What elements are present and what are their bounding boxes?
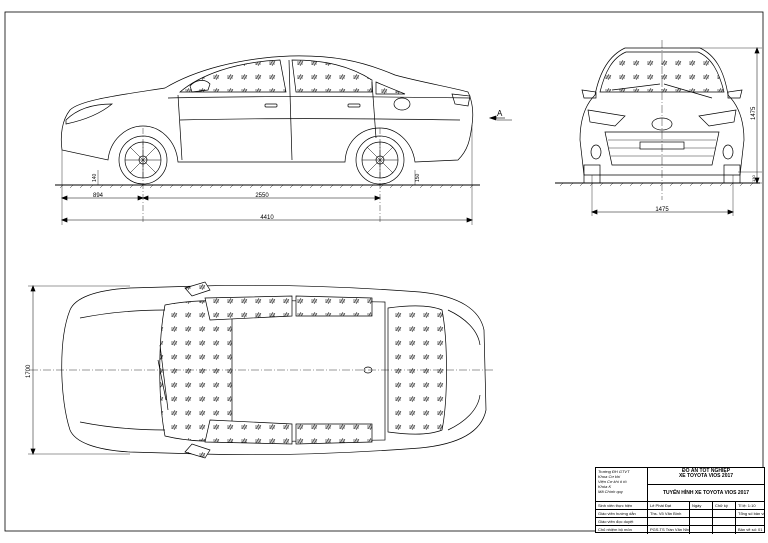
dim-track-label: 1475 <box>655 207 669 213</box>
title-block: Trường ĐH GTVT Khoa Cơ khí Viện Cơ khí ô… <box>595 467 765 534</box>
dim-overall-length-label: 4410 <box>260 215 274 221</box>
project-subtitle: XE TOYOTA VIOS 2017 <box>678 473 734 479</box>
row-date: Ngày <box>690 502 713 510</box>
row-role: Giáo viên đọc duyệt <box>596 518 648 526</box>
school-info: Trường ĐH GTVT Khoa Cơ khí Viện Cơ khí ô… <box>596 468 648 502</box>
row-date <box>690 526 713 534</box>
school-line: Khoa Cơ khí <box>598 474 621 479</box>
row-extra: Bản vẽ số: 01 <box>738 527 763 532</box>
dim-height-label: 1475 <box>751 106 757 120</box>
row-extra: Tỉ lệ: 1:10 <box>736 502 765 510</box>
school-line: Khóa K <box>598 484 612 489</box>
row-name: Lê Phát Đạt <box>648 502 690 510</box>
top-side-window-lower-rear <box>295 423 373 445</box>
school-line: Viện Cơ khí ô tô <box>598 479 627 484</box>
dim-base-label: 130 <box>751 175 756 182</box>
view-marker-label: A <box>497 109 503 118</box>
row-date <box>690 510 713 518</box>
side-body-outline <box>60 55 474 163</box>
row-name: PGS.TS Trần Văn Như <box>650 526 690 534</box>
side-quarter-window <box>375 81 406 95</box>
dim-ground-clear-front-label: 140 <box>92 173 98 182</box>
side-rear-window <box>291 59 373 93</box>
row-sign <box>713 526 736 534</box>
row-date <box>690 518 713 526</box>
project-title: ĐỒ ÁN TỐT NGHIỆP <box>681 468 731 474</box>
sheet-border <box>4 11 764 532</box>
row-sign: Chữ ký <box>713 502 736 510</box>
row-name <box>648 518 690 526</box>
top-windshield <box>159 300 233 442</box>
dim-wheelbase-label: 2550 <box>255 193 269 199</box>
row-role: Sinh viên thực hiện <box>596 502 648 510</box>
row-sign <box>713 510 736 518</box>
top-side-window-lower-front <box>204 419 293 445</box>
row-sign <box>713 518 736 526</box>
dim-width-label: 1700 <box>26 364 32 378</box>
row-extra <box>736 518 765 526</box>
top-body-outline <box>61 284 487 456</box>
side-view <box>55 55 512 225</box>
row-role: Giáo viên hướng dẫn <box>596 510 648 518</box>
top-view <box>28 281 495 459</box>
dim-front-overhang-label: 894 <box>93 193 104 199</box>
row-name: Ths. Võ Văn Bình <box>648 510 690 518</box>
top-side-window-upper-front <box>204 295 293 321</box>
dim-ground-clear-rear-label: 150 <box>415 173 421 182</box>
row-extra: Tổng số bản vẽ <box>736 510 765 518</box>
school-line: Trường ĐH GTVT <box>598 469 630 474</box>
school-line: Mã Chính quy <box>598 489 623 494</box>
side-front-window <box>179 59 287 93</box>
top-side-window-upper-rear <box>295 295 373 317</box>
project-title-cell: ĐỒ ÁN TỐT NGHIỆP XE TOYOTA VIOS 2017 <box>648 468 765 485</box>
drawing-title: TUYẾN HÌNH XE TOYOTA VIOS 2017 <box>648 485 765 502</box>
front-view <box>555 40 762 216</box>
row-role: Chủ nhiệm bộ môn <box>596 526 648 534</box>
